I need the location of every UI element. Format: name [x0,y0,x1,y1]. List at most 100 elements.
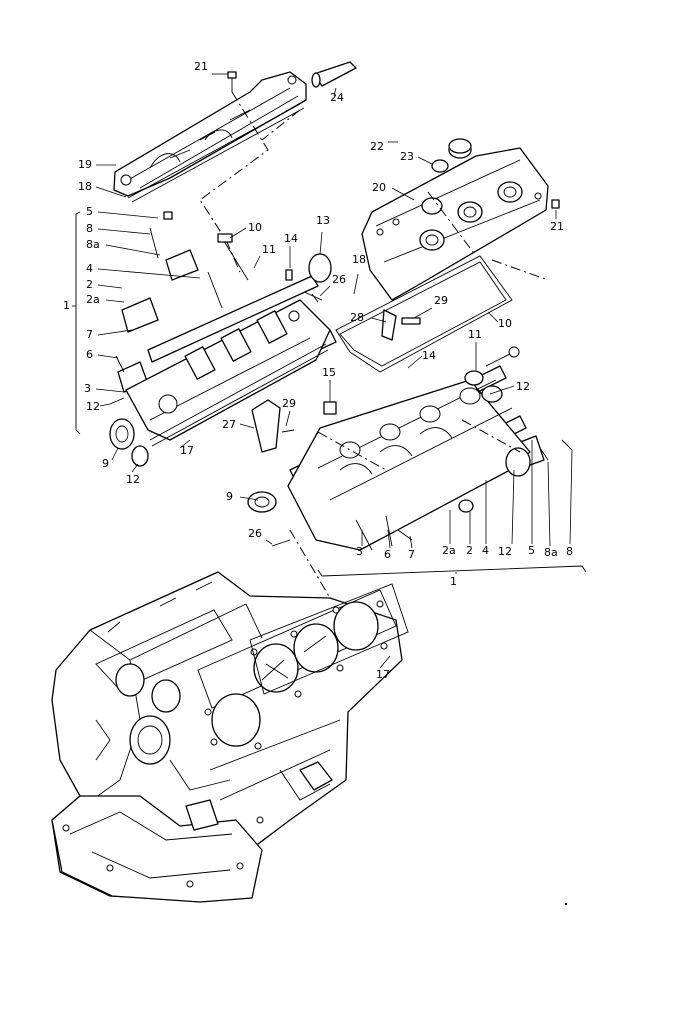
leader-line [239,423,255,429]
callout-c18a: 18 [78,180,127,198]
valve-cover-gasket-right [335,255,513,373]
part-number-label: 29 [434,294,448,307]
part-number-label: 5 [86,205,93,218]
callout-c27: 27 [222,418,255,431]
leader-line [95,186,127,198]
part-number-label: 11 [262,243,276,256]
callout-c14a: 14 [284,232,298,268]
callout-c29a: 29 [413,294,448,319]
callout-c8a: 8 [86,222,151,235]
part-number-label: 3 [84,382,91,395]
part-number-label: 20 [372,181,386,194]
callout-c12b: 12 [86,400,111,413]
part-number-label: 11 [468,328,482,341]
callout-c12a: 12 [489,380,530,395]
callout-c23: 23 [400,150,433,165]
callout-c8aa: 8a [86,238,161,256]
part-number-label: 8a [86,238,100,251]
callout-c18b: 18 [352,253,366,295]
callout-c9b: 9 [226,490,259,503]
cylinder-head-gasket [249,583,409,695]
callout-c17a: 17 [179,439,194,457]
part-number-label: 8 [86,222,93,235]
leader-line [319,231,323,255]
callout-c19: 19 [78,158,116,171]
part-number-label: 28 [350,311,364,324]
callout-c7a: 7 [86,328,133,341]
part-number-label: 2 [86,278,93,291]
callout-c10b: 10 [487,311,512,330]
part-number-label: 21 [194,60,208,73]
part-number-label: 8 [566,545,573,558]
callout-c5b: 5 [528,440,535,557]
part-number-label: 2 [466,544,473,557]
callout-c24: 24 [330,87,344,104]
left-head-bracket-1 [75,211,81,435]
leader-line [131,463,139,473]
callout-c13: 13 [316,214,330,255]
part-number-label: 17 [180,444,194,457]
right-small-parts [251,309,573,551]
part-number-label: 1 [450,575,457,588]
leader-line [409,535,413,549]
leader-line [105,244,161,256]
part-number-label: 21 [550,220,564,233]
leader-line [285,410,291,427]
leader-line [333,87,337,97]
leader-line [97,329,133,336]
callout-c11a: 11 [253,243,276,269]
leader-line [97,354,119,359]
leader-line [179,439,191,449]
part-number-label: 8a [544,546,558,559]
part-number-label: 7 [408,548,415,561]
part-number-label: 12 [86,400,100,413]
part-number-label: 26 [332,273,346,286]
leader-line [319,285,331,297]
part-number-label: 4 [86,262,93,275]
right-valve-cover [361,147,549,301]
callout-c10a: 10 [229,221,262,239]
callout-c1a: 1 [63,299,76,312]
leader-line [371,317,387,323]
leader-line [95,388,125,393]
callout-c22: 22 [370,140,398,153]
left-small-parts [109,211,332,405]
callout-c4b: 4 [482,480,489,557]
leader-line [379,655,391,669]
leader-line [97,211,159,219]
part-number-label: 19 [78,158,92,171]
callout-c6b: 6 [384,529,391,561]
callout-c21a: 21 [194,60,228,75]
callout-c29b: 29 [282,397,296,427]
callout-c15: 15 [322,366,336,402]
leader-line [487,311,499,323]
engine-block [51,571,403,903]
callout-c4a: 4 [86,262,201,279]
part-number-label: 18 [352,253,366,266]
part-number-label: 9 [226,490,233,503]
part-number-label: 13 [316,214,330,227]
part-number-label: 17 [376,668,390,681]
part-number-label: 14 [422,349,436,362]
callout-c14b: 14 [407,349,436,369]
part-number-label: 23 [400,150,414,163]
leader-line [353,273,359,295]
part-number-label: 6 [384,548,391,561]
part-number-label: 7 [86,328,93,341]
callout-c2ab: 2a [442,510,456,557]
leader-line [97,228,151,235]
callout-c28: 28 [350,311,387,324]
leader-line [511,469,515,545]
part-number-label: 15 [322,366,336,379]
callout-c3a: 3 [84,382,125,395]
leader-line [489,385,515,395]
callout-c11b: 11 [468,328,482,370]
oil-filler-cap [431,138,472,173]
callout-c6a: 6 [86,348,119,361]
part-number-label: 9 [102,457,109,470]
callout-c5a: 5 [86,205,159,219]
callout-c7b: 7 [408,535,415,561]
leader-line [111,447,119,461]
callout-c12d: 12 [498,469,515,558]
